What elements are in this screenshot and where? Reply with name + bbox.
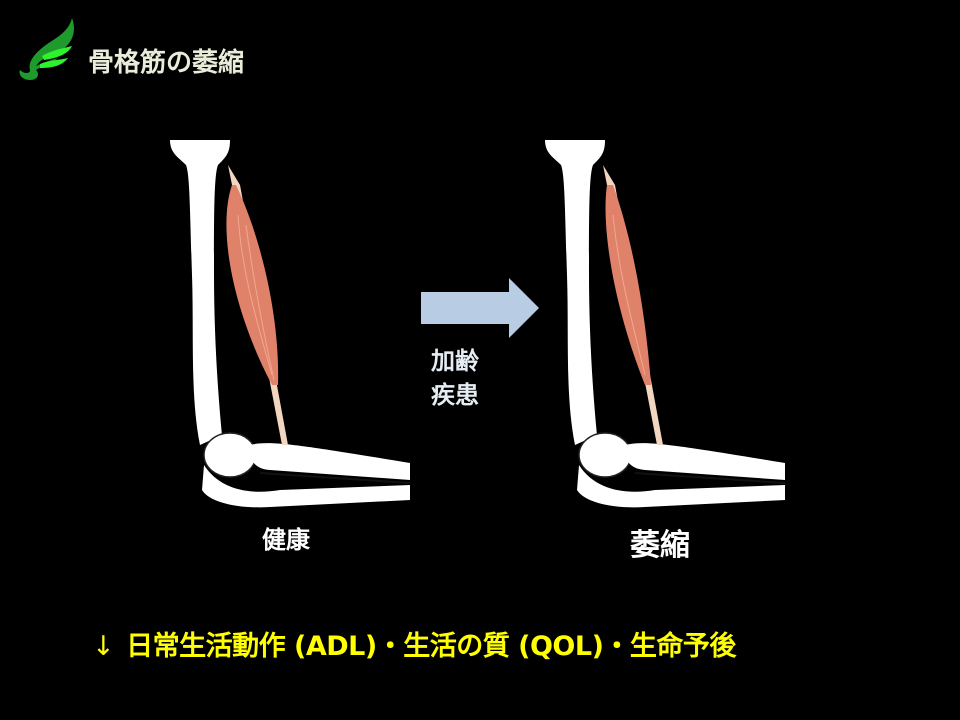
atrophy-label: 萎縮 (630, 528, 690, 563)
cause-list: 加齢 疾患 (431, 344, 479, 412)
consequence-text: ↓ 日常生活動作 (ADL)・生活の質 (QOL)・生命予後 (92, 624, 736, 663)
page-title: 骨格筋の萎縮 (88, 48, 245, 78)
green-wing-logo-icon (19, 18, 74, 80)
cause-aging: 加齢 (431, 347, 479, 375)
right-arrow-icon (421, 278, 539, 338)
healthy-label: 健康 (262, 526, 310, 554)
healthy-muscle (226, 185, 279, 385)
down-arrow-icon: ↓ (92, 631, 115, 662)
atrophied-muscle (605, 185, 651, 385)
atrophied-arm-illustration (545, 140, 786, 508)
cause-disease: 疾患 (431, 381, 479, 409)
healthy-arm-illustration (170, 140, 411, 508)
consequence-label: 日常生活動作 (ADL)・生活の質 (QOL)・生命予後 (126, 631, 736, 662)
